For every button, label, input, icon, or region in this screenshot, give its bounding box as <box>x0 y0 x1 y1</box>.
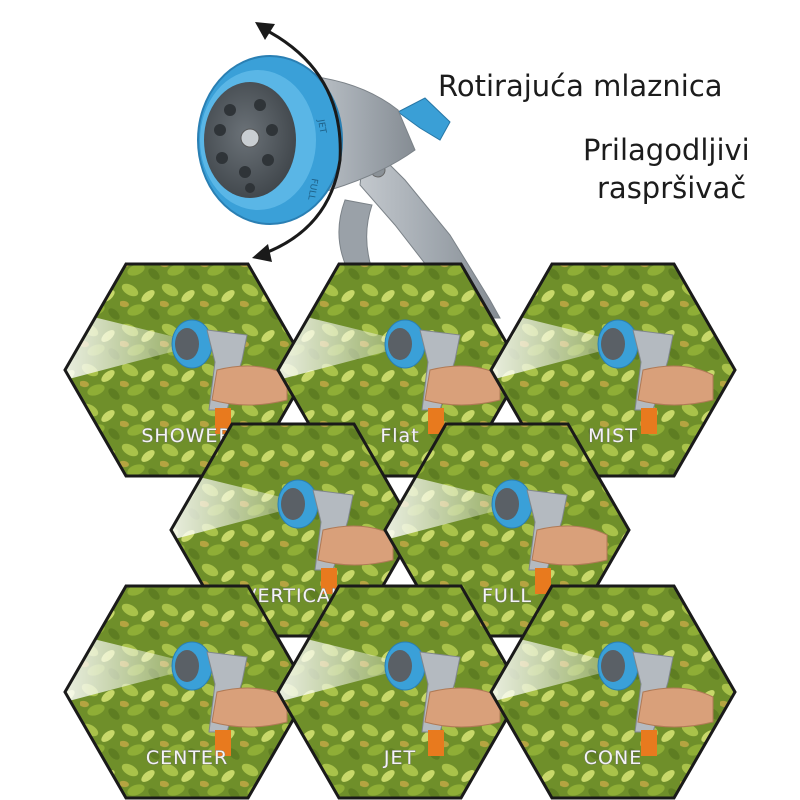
water-spray <box>65 632 179 702</box>
spray-mode-label: VERTICAL <box>244 585 343 607</box>
handle-end <box>535 568 551 594</box>
handle-end <box>321 568 337 594</box>
spray-mode-label: MIST <box>588 425 638 447</box>
dial-label-full: FULL <box>305 177 319 200</box>
spray-mode-label: FULL <box>482 585 532 607</box>
hand <box>211 365 288 406</box>
handle-end <box>641 408 657 434</box>
spray-mode-tile: CENTER <box>63 584 311 800</box>
spray-mode-tile: CONE <box>489 584 737 800</box>
spray-mode-label: Flat <box>380 425 419 447</box>
water-spray <box>491 632 605 702</box>
water-spray <box>171 470 285 540</box>
handle-end <box>641 730 657 756</box>
hand <box>424 687 501 728</box>
water-spray <box>278 632 392 702</box>
water-spray <box>65 310 179 380</box>
handle-end <box>428 408 444 434</box>
water-spray <box>385 470 499 540</box>
hand <box>317 525 394 566</box>
hand <box>637 365 714 406</box>
spray-mode-label: CENTER <box>146 747 228 769</box>
handle-end <box>215 730 231 756</box>
water-spray <box>491 310 605 380</box>
spray-mode-label: CONE <box>584 747 642 769</box>
dial-label-jet: JET <box>315 118 328 135</box>
spray-mode-tile: JET <box>276 584 524 800</box>
handle-end <box>215 408 231 434</box>
hand <box>637 687 714 728</box>
water-spray <box>278 310 392 380</box>
spray-mode-label: JET <box>383 747 416 769</box>
hand <box>424 365 501 406</box>
handle-end <box>428 730 444 756</box>
caption-adjustable-line2: raspršivač <box>597 171 747 205</box>
caption-adjustable-line1: Prilagodljivi <box>583 133 750 167</box>
hand <box>211 687 288 728</box>
curved-double-arrow-icon <box>252 22 342 262</box>
caption-rotating-nozzle: Rotirajuća mlaznica <box>438 69 723 103</box>
spray-mode-label: SHOWER <box>141 425 232 447</box>
spray-mode-tile: SHOWER <box>63 262 311 478</box>
hex-border <box>489 584 737 800</box>
hand <box>531 525 608 566</box>
